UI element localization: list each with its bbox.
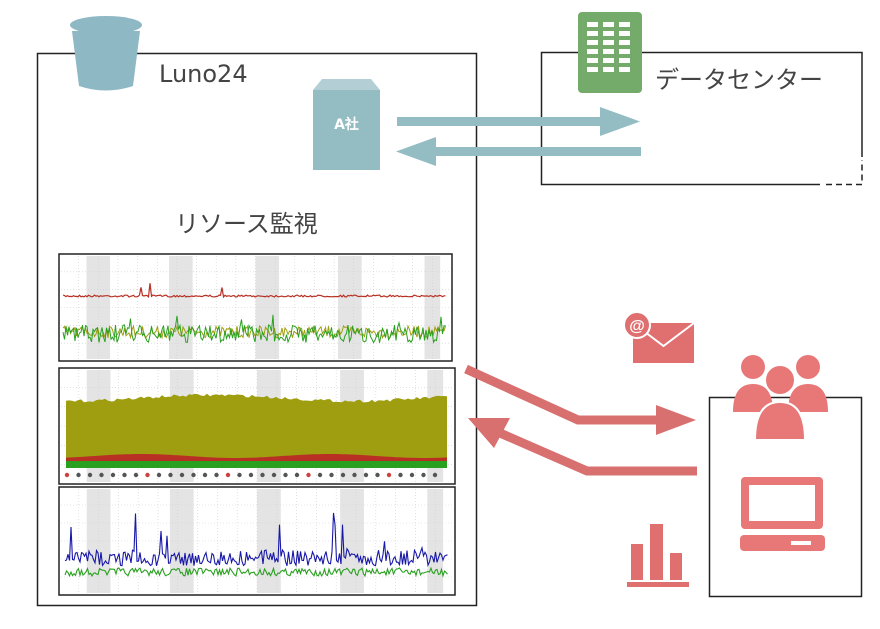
building-icon <box>578 12 642 93</box>
user-box <box>708 396 863 598</box>
teal-arrow-right <box>397 107 640 136</box>
monitoring-chart-cpu <box>58 253 453 362</box>
svg-text:@: @ <box>629 318 645 335</box>
red-arrow-to-luno <box>468 418 697 476</box>
client-block <box>313 79 380 170</box>
monitoring-chart-memory <box>58 367 456 485</box>
datacenter-label: データセンター <box>655 66 823 94</box>
monitoring-chart-network <box>58 486 456 596</box>
bucket-icon <box>70 16 142 91</box>
teal-arrow-left <box>396 137 641 166</box>
datacenter-box <box>540 51 863 186</box>
monitor-icon <box>740 477 825 551</box>
client-label: A社 <box>334 117 359 133</box>
luno-box <box>36 52 478 607</box>
mail-icon: @ <box>623 311 695 363</box>
bar-chart-icon <box>627 524 689 587</box>
red-arrow-to-users <box>464 364 696 435</box>
datacenter-box-dashed-corner <box>826 160 863 186</box>
users-icon <box>733 355 828 441</box>
monitoring-label: リソース監視 <box>175 210 318 238</box>
service-name-label: Luno24 <box>159 60 248 88</box>
